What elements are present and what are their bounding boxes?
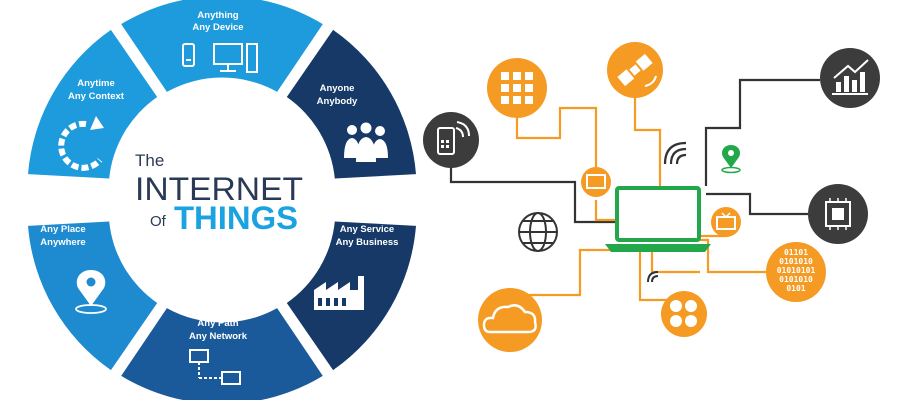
wifi-signal-small-icon [647,271,659,283]
people-icon [344,122,388,162]
iot-network: 01101 0101010 01010101 0101010 0101 [423,42,880,352]
iot-wheel: Anything Any Device Anyone Anybody Any S… [28,0,416,400]
segment-any-service-sublabel: Any Business [336,237,399,248]
title-internet: INTERNET [135,171,303,207]
binary-line-5: 0101 [786,284,805,293]
factory-icon [314,276,364,310]
tv-icon [711,207,741,237]
title-the: The [135,151,164,170]
segment-any-place-label: Any Place [40,224,85,235]
title-of: Of [150,213,167,230]
network-path-icon [189,349,241,385]
segment-anything [121,0,323,92]
binary-line-4: 0101010 [779,275,813,284]
processor-chip-icon [808,184,868,244]
segment-anytime-sublabel: Any Context [68,91,125,102]
binary-line-3: 01010101 [777,266,816,275]
title-things: THINGS [174,200,298,236]
refresh-icon [58,116,104,171]
segment-any-path-label: Any Path [197,318,238,329]
smartphone-icon [423,112,479,168]
segment-anytime-label: Anytime [77,78,114,89]
globe-icon [518,212,558,252]
segment-any-service-label: Any Service [340,224,394,235]
segment-any-path [121,308,323,400]
analytics-chart-icon [820,48,880,108]
orange-connections [510,82,770,302]
binary-data-icon: 01101 0101010 01010101 0101010 0101 [766,242,826,302]
laptop-icon [605,186,711,252]
segment-anyone-sublabel: Anybody [317,96,358,107]
segment-any-path-sublabel: Any Network [189,331,248,342]
tablet-icon [581,167,611,197]
segment-any-place-sublabel: Anywhere [40,237,85,248]
cloud-icon [478,288,542,352]
binary-line-2: 0101010 [779,257,813,266]
binary-line-1: 01101 [784,248,808,257]
segment-anyone-label: Anyone [320,83,355,94]
device-icon [182,43,258,73]
map-pin-icon [721,145,741,174]
segment-anything-label: Anything [197,10,238,21]
wifi-signal-icon [663,141,687,165]
satellite-icon [607,42,663,98]
iot-title: The INTERNET Of THINGS [135,151,303,236]
app-grid-icon [487,58,547,118]
social-media-icon [661,291,707,337]
location-pin-icon [75,270,107,314]
segment-anything-sublabel: Any Device [192,22,243,33]
